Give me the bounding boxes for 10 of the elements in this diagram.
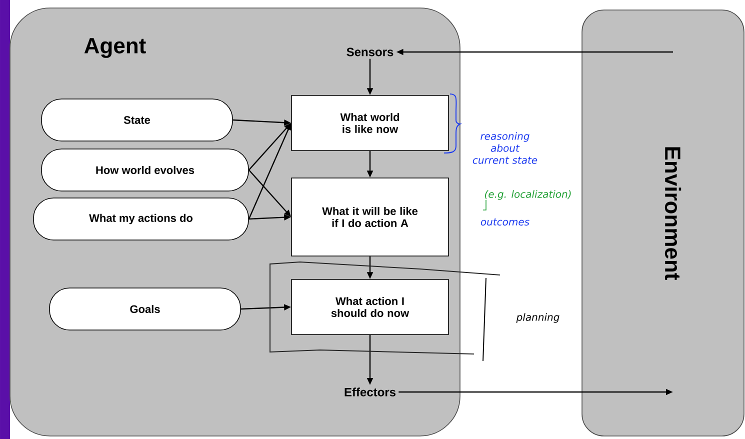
- process-box: What it will be like if I do action A: [291, 178, 449, 256]
- handwritten-note: reasoning about current state: [472, 132, 538, 164]
- process-box: What action I should do now: [291, 279, 449, 335]
- component-label: Sensors: [346, 48, 394, 56]
- handwritten-note: (e.g. localization): [485, 190, 571, 200]
- component-label: Effectors: [344, 388, 396, 396]
- handwritten-note: outcomes: [480, 218, 530, 226]
- process-box: What world is like now: [291, 95, 449, 151]
- handwritten-note: planning: [516, 313, 560, 323]
- environment-panel: Environment: [582, 10, 744, 436]
